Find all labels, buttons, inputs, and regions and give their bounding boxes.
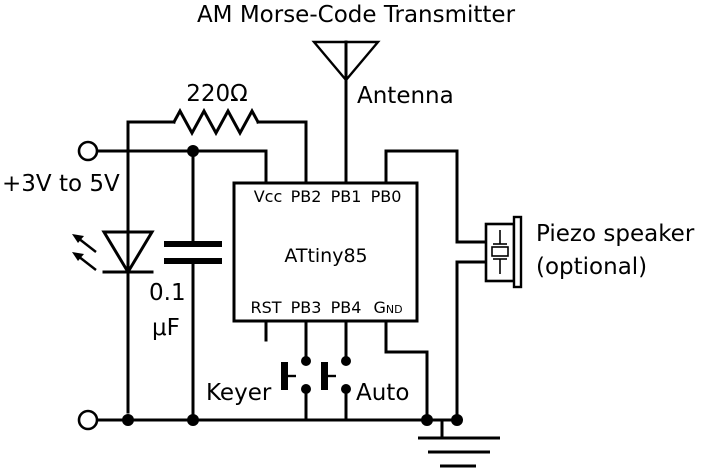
capacitor-symbol — [164, 241, 222, 420]
pin-pb0: PB0 — [371, 187, 402, 206]
led-symbol — [72, 230, 155, 275]
diagram-title: AM Morse-Code Transmitter — [197, 2, 516, 28]
piezo-wiring — [384, 149, 488, 422]
chip-label: ATtiny85 — [284, 245, 367, 267]
ground-terminal — [77, 409, 99, 431]
ground-junction-dot — [187, 414, 199, 426]
capacitor-value: 0.1 — [149, 280, 186, 306]
antenna-label: Antenna — [357, 83, 454, 109]
ground-junction-dot — [421, 414, 433, 426]
supply-rail — [95, 149, 268, 246]
supply-label: +3V to 5V — [2, 171, 120, 197]
pin-pb3: PB3 — [291, 298, 322, 317]
auto-label: Auto — [356, 380, 409, 406]
ground-junction-dot — [451, 414, 463, 426]
pin-pb4: PB4 — [331, 298, 362, 317]
antenna-symbol — [311, 40, 381, 185]
speaker-label-optional: (optional) — [536, 254, 647, 280]
pin-pb1: PB1 — [331, 187, 362, 206]
ground-junction-dot — [122, 414, 134, 426]
pin-pb2: PB2 — [291, 187, 322, 206]
gnd-wiring — [384, 319, 429, 422]
resistor-label: 220Ω — [186, 81, 247, 107]
speaker-label: Piezo speaker — [536, 221, 695, 247]
keyer-label: Keyer — [206, 380, 272, 406]
auto-switch — [321, 319, 351, 422]
capacitor-unit: μF — [152, 315, 180, 341]
supply-terminal — [77, 140, 99, 162]
pin-gnd: Gnd — [373, 298, 402, 317]
attiny85-chip — [232, 181, 419, 323]
supply-junction-dot — [187, 145, 199, 157]
keyer-switch — [281, 319, 311, 422]
ground-symbol — [418, 418, 500, 468]
piezo-speaker-symbol — [484, 215, 523, 289]
pin-rst: RST — [250, 298, 281, 317]
resistor-symbol — [126, 107, 308, 414]
pin-vcc: Vcc — [254, 187, 283, 206]
